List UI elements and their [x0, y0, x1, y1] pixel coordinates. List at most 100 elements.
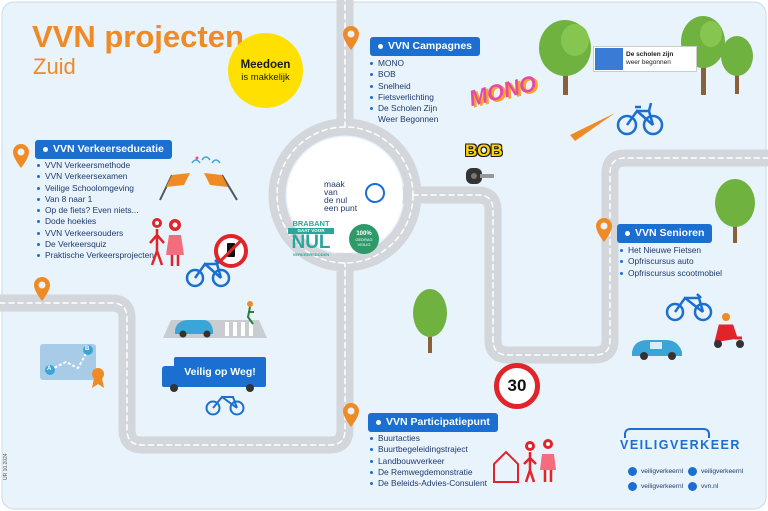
list-item: De Verkeersquiz	[37, 239, 154, 250]
list-item: Buurtacties	[370, 433, 487, 444]
list-item: VVN Verkeersexamen	[37, 171, 154, 182]
print-code: UR 10.2024	[3, 453, 9, 480]
location-pin-icon	[343, 403, 359, 427]
maak-line2: van	[324, 187, 338, 197]
list-item: Snelheid	[370, 81, 438, 92]
social-label: vvn.nl	[701, 483, 719, 490]
twitter-icon	[688, 467, 697, 476]
participatie-list: Buurtacties Buurtbegeleidingstraject Lan…	[370, 433, 487, 489]
location-pin-icon	[13, 144, 29, 168]
page-title: VVN projecten	[32, 19, 244, 54]
truck-wheel	[170, 384, 178, 392]
list-item: Buurtbegeleidingstraject	[370, 444, 487, 455]
list-item: Het Nieuwe Fietsen	[620, 245, 722, 256]
list-item: Opfriscursus scootmobiel	[620, 268, 722, 279]
route-card-illustration	[40, 344, 104, 388]
tree-icon	[715, 179, 755, 243]
no-phone-sign-icon	[214, 234, 248, 268]
truck-wheel	[246, 384, 254, 392]
gedrag-line3: VEILIG	[357, 242, 371, 247]
list-item: Fietsverlichting	[370, 92, 438, 103]
maak-line4: een punt	[324, 203, 358, 213]
social-facebook[interactable]: veiligverkeernl	[628, 467, 683, 476]
car-key-icon	[466, 168, 494, 184]
social-label: veiligverkeernl	[641, 468, 684, 475]
gedrag-line1: 100%	[356, 231, 372, 237]
truck-cab	[162, 366, 176, 387]
list-item: VVN Verkeersmethode	[37, 160, 154, 171]
brand-name: VEILIGVERKEER	[620, 438, 741, 452]
route-label-a: A	[47, 366, 52, 372]
list-item: Dode hoekies	[37, 216, 154, 227]
speed-limit-sign: 30	[494, 363, 540, 409]
bicycle-icon	[205, 395, 245, 416]
brabant-nul-logo: BRABANT GAAT VOOR NUL VERKEERSDODEN	[288, 220, 334, 257]
tree-icon	[413, 289, 447, 353]
location-pin-icon	[34, 277, 50, 301]
social-instagram[interactable]: veiligverkeernl	[628, 482, 683, 491]
list-item: Landbouwverkeer	[370, 456, 487, 467]
zebra-crossing-illustration	[163, 301, 267, 338]
maak-logo: maak van de nul een punt	[324, 179, 358, 213]
campagnes-header-label: VVN Campagnes	[388, 40, 473, 52]
location-pin-icon	[343, 26, 359, 50]
truck-trailer: Veilig op Weg!	[174, 357, 266, 387]
web-icon	[688, 482, 697, 491]
list-item: BOB	[370, 69, 438, 80]
educatie-header-label: VVN Verkeerseducatie	[53, 143, 164, 155]
facebook-icon	[628, 467, 637, 476]
badge-line2: is makkelijk	[241, 71, 290, 83]
location-pin-icon	[596, 218, 612, 242]
family-figures-illustration	[149, 218, 184, 266]
veiligverkeer-logo: VEILIGVERKEER	[620, 428, 740, 452]
list-item: Praktische Verkeersprojecten	[37, 250, 154, 261]
bicycle-icon	[665, 293, 713, 322]
maak-line1: maak	[324, 179, 345, 189]
social-twitter[interactable]: veiligverkeernl	[688, 467, 743, 476]
school-banner: De scholen zijn weer begonnen	[593, 46, 697, 72]
brabant-line4: VERKEERSDODEN	[292, 252, 330, 257]
campagnes-list: MONO BOB Snelheid Fietsverlichting De Sc…	[370, 58, 438, 126]
list-item: Van 8 naar 1	[37, 194, 154, 205]
car-icon	[632, 340, 682, 360]
mobility-scooter-icon	[714, 313, 744, 348]
social-label: veiligverkeernl	[641, 483, 684, 490]
list-item: VVN Verkeersouders	[37, 228, 154, 239]
list-item: Veilige Schoolomgeving	[37, 183, 154, 194]
list-item: MONO	[370, 58, 438, 69]
social-website[interactable]: vvn.nl	[688, 482, 718, 491]
flags-illustration	[159, 156, 238, 201]
list-item: Weer Begonnen	[378, 114, 439, 125]
educatie-list: VVN Verkeersmethode VVN Verkeersexamen V…	[37, 160, 154, 262]
list-item: Opfriscursus auto	[620, 256, 722, 267]
zero-ring-icon	[365, 183, 385, 203]
speed-limit-value: 30	[507, 376, 527, 395]
list-item: De Beleids-Advies-Consulent	[370, 478, 487, 489]
maak-line3: de nul	[324, 195, 348, 205]
social-label: veiligverkeernl	[701, 468, 744, 475]
banner-line1: De scholen zijn	[626, 51, 674, 58]
gedrag-logo: 100% GEDRAG VEILIG	[349, 224, 379, 254]
bicycle-icon	[185, 259, 231, 288]
region-subtitle: Zuid	[33, 54, 76, 79]
list-item: De Remwegdemonstratie	[370, 467, 487, 478]
gedrag-line2: GEDRAG	[355, 237, 373, 242]
brabant-line1: BRABANT	[292, 219, 330, 228]
participatie-header-label: VVN Participatiepunt	[386, 416, 490, 428]
meedoen-badge: Meedoen is makkelijk	[228, 33, 303, 108]
badge-line1: Meedoen	[240, 58, 291, 71]
list-item: Op de fiets? Even niets...	[37, 205, 154, 216]
route-label-b: B	[85, 346, 90, 352]
bob-logo: BOB	[465, 141, 503, 160]
instagram-icon	[628, 482, 637, 491]
senioren-list: Het Nieuwe Fietsen Opfriscursus auto Opf…	[620, 245, 722, 279]
neighbours-illustration	[493, 439, 556, 483]
list-item: De Scholen Zijn	[370, 103, 438, 114]
brabant-line3: NUL	[291, 232, 331, 253]
banner-line2: weer begonnen	[626, 59, 671, 66]
senioren-header-label: VVN Senioren	[635, 227, 705, 239]
senioren-header: VVN Senioren	[617, 224, 713, 243]
campagnes-header: VVN Campagnes	[370, 37, 481, 56]
participatie-header: VVN Participatiepunt	[368, 413, 498, 432]
